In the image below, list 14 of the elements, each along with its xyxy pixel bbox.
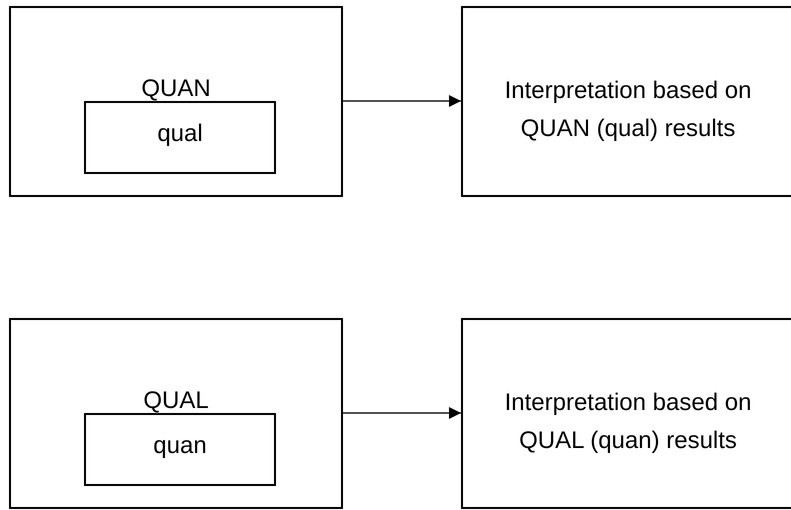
box-heading: QUAL [142, 386, 210, 416]
box-label: qual [156, 119, 204, 149]
result-box [461, 6, 791, 197]
outer-box [9, 318, 343, 509]
box-heading: QUAN [140, 74, 212, 104]
inner-box [84, 101, 276, 174]
result-box [461, 318, 791, 509]
arrow [343, 95, 461, 107]
box-label: quan [152, 431, 208, 461]
box-label: Interpretation based on QUAL (quan) results [504, 388, 752, 456]
box-label: Interpretation based on QUAN (qual) results [504, 76, 752, 144]
inner-box [84, 413, 276, 486]
arrow [343, 407, 461, 419]
outer-box [9, 6, 343, 197]
